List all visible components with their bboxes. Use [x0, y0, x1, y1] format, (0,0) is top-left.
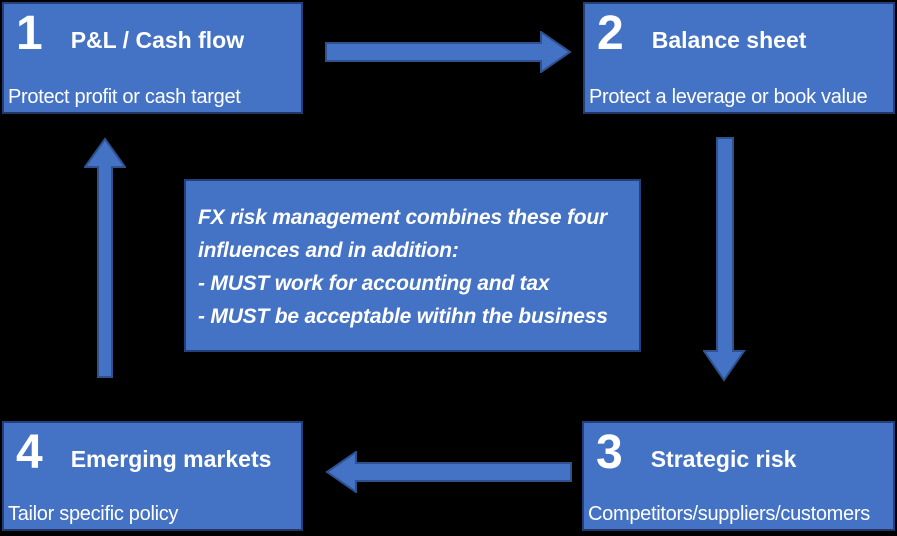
box-head: 2 Balance sheet: [585, 4, 893, 61]
box-subtitle: Tailor specific policy: [8, 503, 179, 525]
box-title: Strategic risk: [650, 446, 797, 473]
center-note-line: influences and in addition:: [198, 239, 459, 262]
box-number: 2: [597, 7, 624, 60]
arrow-up-icon: [84, 137, 126, 378]
center-note-line: FX risk management combines these four: [198, 206, 608, 229]
box-balance-sheet: 2 Balance sheet Protect a leverage or bo…: [583, 2, 895, 114]
box-subtitle: Protect profit or cash target: [8, 86, 241, 108]
center-note-box: FX risk management combines these four i…: [184, 179, 641, 352]
box-head: 3 Strategic risk: [584, 423, 893, 480]
box-title: Balance sheet: [651, 27, 807, 54]
center-note-line: - MUST be acceptable witihn the business: [198, 305, 608, 328]
box-emerging-markets: 4 Emerging markets Tailor specific polic…: [2, 421, 303, 531]
box-number: 4: [16, 426, 43, 479]
box-subtitle: Protect a leverage or book value: [589, 86, 868, 108]
box-number: 3: [596, 426, 623, 479]
box-title: Emerging markets: [70, 446, 272, 473]
box-subtitle: Competitors/suppliers/customers: [588, 503, 870, 525]
box-head: 1 P&L / Cash flow: [4, 4, 301, 61]
box-title: P&L / Cash flow: [70, 27, 245, 54]
box-head: 4 Emerging markets: [4, 423, 301, 480]
box-pnl-cash-flow: 1 P&L / Cash flow Protect profit or cash…: [2, 2, 303, 114]
box-number: 1: [16, 7, 43, 60]
box-strategic-risk: 3 Strategic risk Competitors/suppliers/c…: [582, 421, 895, 531]
arrow-right-icon: [325, 31, 572, 73]
arrow-left-icon: [325, 451, 572, 493]
center-note-line: - MUST work for accounting and tax: [198, 272, 550, 295]
arrow-down-icon: [703, 137, 746, 382]
